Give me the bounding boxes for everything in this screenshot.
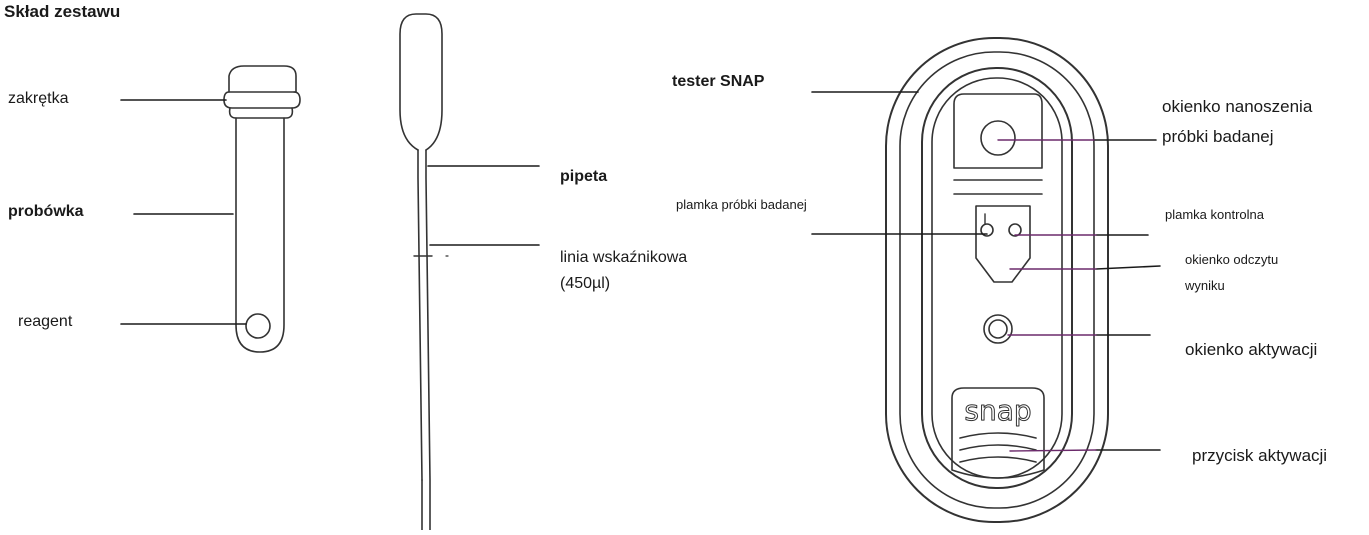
- label-tester: tester SNAP: [672, 73, 765, 90]
- label-reagent: reagent: [18, 313, 73, 330]
- leader-lines-inner: [997, 139, 1097, 452]
- activation-window: [983, 314, 1013, 344]
- label-sample-window-2: próbki badanej: [1162, 127, 1274, 146]
- label-sample-window-1: okienko nanoszenia: [1162, 97, 1313, 116]
- test-tube: [223, 65, 301, 353]
- snap-device-body: [921, 67, 1073, 489]
- label-activation-window: okienko aktywacji: [1185, 340, 1318, 359]
- label-control-spot: plamka kontrolna: [1165, 207, 1264, 222]
- label-sample-spot: plamka próbki badanej: [676, 197, 807, 212]
- label-indicator-line-2: (450µl): [560, 275, 611, 292]
- snap-device: snap: [885, 37, 1109, 523]
- activation-button-frame: [951, 387, 1045, 479]
- snap-device-inner-shell: [899, 51, 1095, 509]
- leader-lines: [120, 91, 1161, 451]
- tube-body: [235, 117, 285, 353]
- snap-logo: snap: [964, 394, 1031, 427]
- sample-window: [953, 93, 1043, 169]
- reagent-bead: [245, 313, 271, 339]
- page-title: Skład zestawu: [4, 2, 121, 21]
- label-result-window-2: wyniku: [1185, 278, 1225, 293]
- result-panel: [953, 179, 1043, 195]
- leader-result-window: [1095, 265, 1161, 270]
- label-pipette: pipeta: [560, 168, 608, 185]
- pipette: [399, 13, 449, 531]
- tube-cap: [228, 65, 297, 93]
- sample-well: [980, 120, 1016, 156]
- label-tube: probówka: [8, 203, 84, 220]
- result-window: [975, 205, 1031, 283]
- pipette-stem: [417, 149, 431, 531]
- sample-spot-marker: [980, 223, 994, 237]
- tube-cap-skirt: [223, 91, 301, 109]
- activation-grip-ridges: [959, 432, 1037, 463]
- label-result-window-1: okienko odczytu: [1185, 252, 1279, 267]
- control-spot-marker: [1008, 223, 1022, 237]
- label-activation-button: przycisk aktywacji: [1192, 446, 1328, 465]
- pipette-bulb: [399, 13, 443, 151]
- label-cap: zakrętka: [8, 90, 69, 107]
- tube-rim: [228, 107, 294, 119]
- snap-device-outer-shell: [885, 37, 1109, 523]
- label-indicator-line-1: linia wskaźnikowa: [560, 249, 688, 266]
